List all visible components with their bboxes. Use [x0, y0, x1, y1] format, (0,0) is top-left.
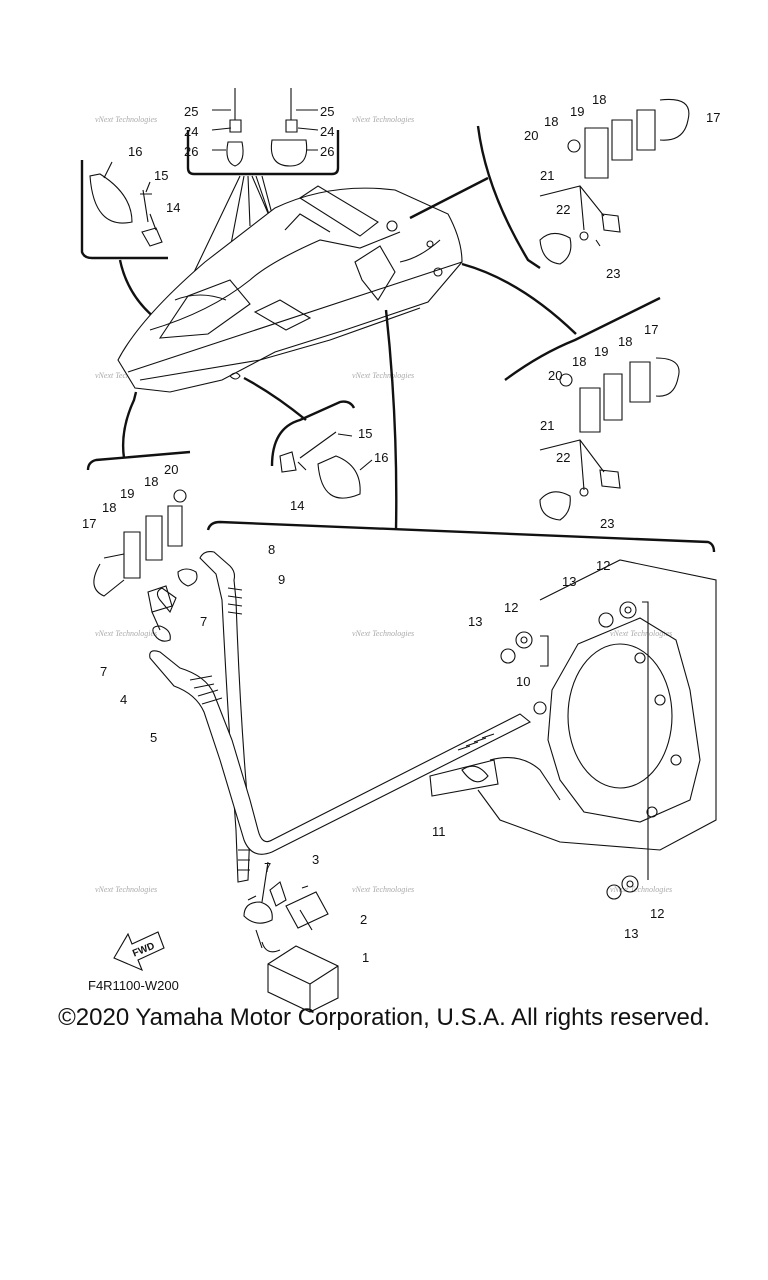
callout-8: 8: [268, 542, 275, 557]
callout-19: 19: [594, 344, 608, 359]
pump-housing: [429, 559, 717, 851]
callout-7: 7: [200, 614, 207, 629]
callout-11: 11: [432, 824, 446, 839]
svg-text:vNext Technologies: vNext Technologies: [95, 371, 157, 380]
callout-13: 13: [562, 574, 576, 589]
callout-12: 12: [650, 906, 664, 921]
callout-22: 22: [556, 450, 570, 465]
callout-17: 17: [644, 322, 658, 337]
callout-17: 17: [706, 110, 720, 125]
callout-18: 18: [592, 92, 606, 107]
callout-19: 19: [570, 104, 584, 119]
left-clip-group: [80, 160, 168, 323]
callout-21: 21: [540, 418, 554, 433]
callout-18: 18: [618, 334, 632, 349]
callout-2: 2: [360, 912, 367, 927]
svg-text:FWD: FWD: [131, 941, 156, 960]
callout-19: 19: [120, 486, 134, 501]
callout-22: 22: [556, 202, 570, 217]
callout-20: 20: [524, 128, 538, 143]
callout-14: 14: [290, 498, 304, 513]
callout-3: 3: [312, 852, 319, 867]
callout-25: 25: [184, 104, 198, 119]
callout-12: 12: [596, 558, 610, 573]
callout-18: 18: [544, 114, 558, 129]
callout-10: 10: [516, 674, 530, 689]
svg-text:vNext Technologies: vNext Technologies: [95, 115, 157, 124]
callout-15: 15: [154, 168, 168, 183]
callout-1: 1: [362, 950, 369, 965]
callout-25: 25: [320, 104, 334, 119]
svg-text:vNext Technologies: vNext Technologies: [352, 371, 414, 380]
callout-16: 16: [374, 450, 388, 465]
center-clip-group: [243, 376, 373, 499]
callout-labels: 25 25 24 24 26 26 16 15 14 18 19 18 17 2…: [82, 92, 720, 965]
callout-24: 24: [184, 124, 198, 139]
forward-arrow-icon: FWD: [113, 931, 165, 972]
svg-text:vNext Technologies: vNext Technologies: [95, 629, 157, 638]
callout-14: 14: [166, 200, 180, 215]
callout-13: 13: [468, 614, 482, 629]
callout-5: 5: [150, 730, 157, 745]
svg-text:vNext Technologies: vNext Technologies: [610, 629, 672, 638]
callout-13: 13: [624, 926, 638, 941]
svg-text:vNext Technologies: vNext Technologies: [352, 885, 414, 894]
callout-20: 20: [548, 368, 562, 383]
right-top-group: [409, 98, 690, 269]
hose-assembly: [149, 551, 532, 883]
callout-26: 26: [320, 144, 334, 159]
svg-text:vNext Technologies: vNext Technologies: [95, 885, 157, 894]
callout-23: 23: [606, 266, 620, 281]
lower-left-parts: [243, 861, 339, 1013]
parts-diagram: vNext Technologies vNext Technologies vN…: [80, 88, 720, 1013]
callout-12: 12: [504, 600, 518, 615]
callout-7: 7: [100, 664, 107, 679]
callout-17: 17: [82, 516, 96, 531]
right-mid-group: [461, 262, 680, 521]
lower-section-bracket: [206, 309, 716, 553]
callout-16: 16: [128, 144, 142, 159]
copyright-notice: ©2020 Yamaha Motor Corporation, U.S.A. A…: [58, 1004, 710, 1031]
svg-text:vNext Technologies: vNext Technologies: [352, 629, 414, 638]
watermarks: vNext Technologies vNext Technologies vN…: [95, 115, 672, 894]
callout-15: 15: [358, 426, 372, 441]
svg-text:vNext Technologies: vNext Technologies: [352, 115, 414, 124]
callout-7: 7: [264, 860, 271, 875]
callout-4: 4: [120, 692, 127, 707]
callout-18: 18: [572, 354, 586, 369]
callout-21: 21: [540, 168, 554, 183]
diagram-code: F4R1100-W200: [88, 978, 179, 993]
callout-18: 18: [144, 474, 158, 489]
callout-9: 9: [278, 572, 285, 587]
callout-24: 24: [320, 124, 334, 139]
watercraft-body: [117, 185, 463, 393]
svg-text:vNext Technologies: vNext Technologies: [610, 885, 672, 894]
callout-26: 26: [184, 144, 198, 159]
fasteners: [500, 601, 649, 900]
callout-20: 20: [164, 462, 178, 477]
top-clip-group: [174, 88, 340, 329]
callout-18: 18: [102, 500, 116, 515]
callout-23: 23: [600, 516, 614, 531]
